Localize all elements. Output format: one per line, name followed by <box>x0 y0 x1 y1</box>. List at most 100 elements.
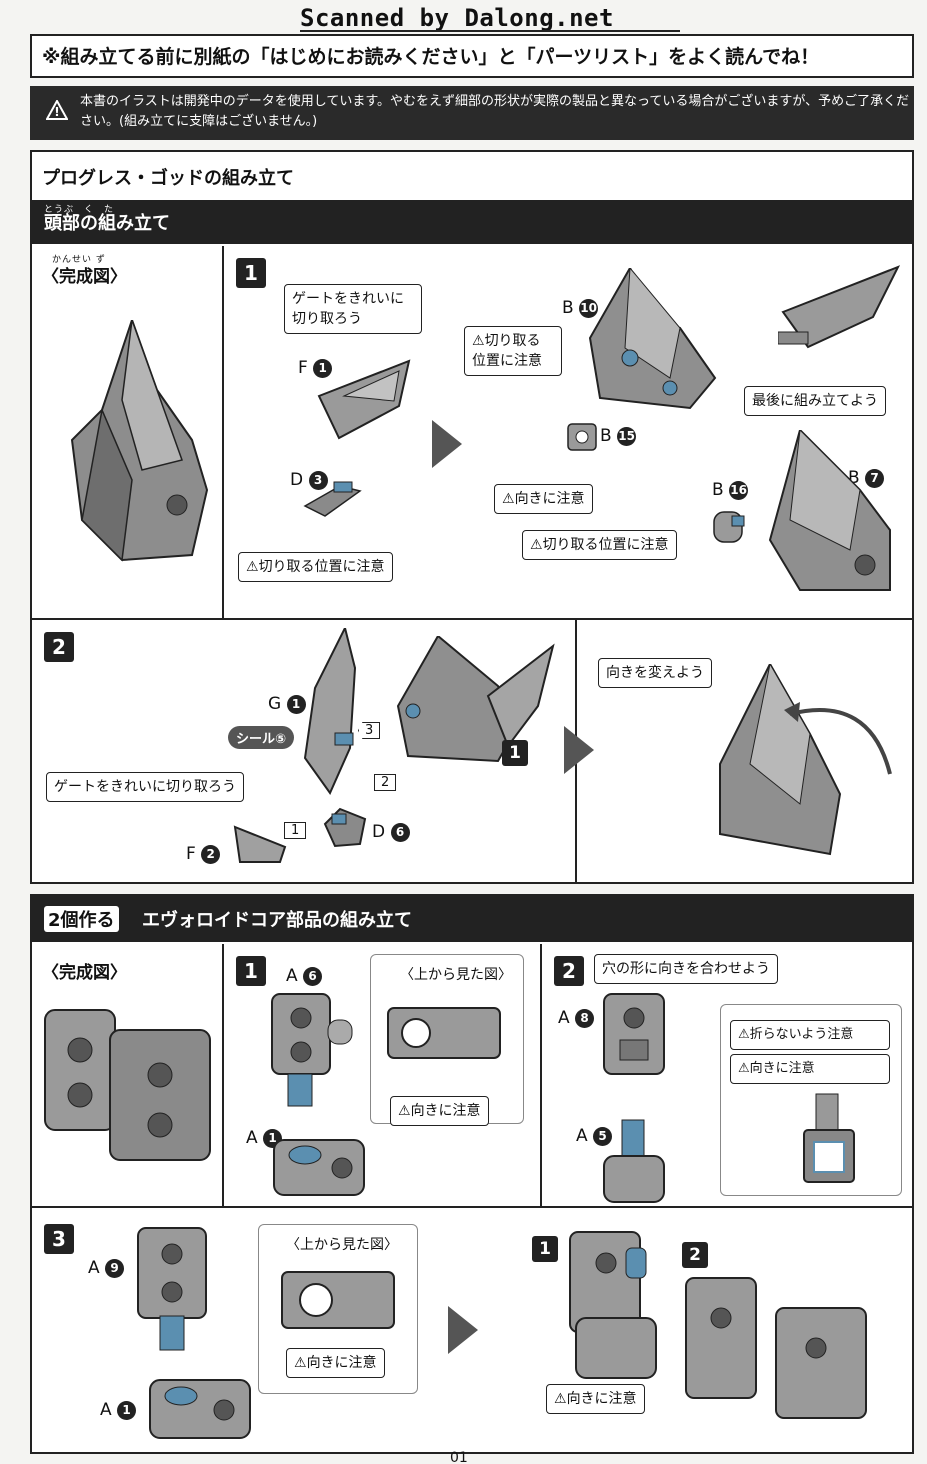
caution-icon: ⚠ <box>294 1355 307 1371</box>
cheek-part-illustration <box>300 628 370 798</box>
caution-cut-position-2: ⚠切り取る位置に注意 <box>464 326 562 376</box>
caution-icon: ⚠ <box>246 559 259 575</box>
caution-direction-4: ⚠向きに注意 <box>286 1348 385 1378</box>
peg-detail-illustration <box>800 1090 860 1190</box>
top-view-label: 〈上から見た図〉 <box>400 967 512 983</box>
align-callout: 穴の形に向きを合わせよう <box>594 954 778 984</box>
caution-icon: ⚠ <box>502 491 515 507</box>
watermark-underline <box>300 30 680 32</box>
divider <box>540 944 542 1206</box>
core-part-a1-illustration-2 <box>146 1372 256 1442</box>
last-callout: 最後に組み立てよう <box>744 386 886 416</box>
caution-icon: ⚠ <box>554 1391 567 1407</box>
completed-label: 〈完成図〉 <box>42 267 127 287</box>
core-part-a8-illustration <box>600 990 670 1080</box>
chin-part-illustration <box>230 822 290 868</box>
caution-direction: ⚠向きに注意 <box>494 484 593 514</box>
core-assembly-illustration <box>566 1228 876 1428</box>
part-label-a5: A 5 <box>576 1126 613 1146</box>
small-part-b15-illustration <box>566 420 600 454</box>
warning-icon: ! <box>46 100 68 120</box>
core-step-number-2: 2 <box>554 956 584 986</box>
part-label-a8: A 8 <box>558 1008 595 1028</box>
core-step-number-3: 3 <box>44 1224 74 1254</box>
subsection-head-bar: 頭部の組み立て <box>32 200 912 244</box>
part-label-b7: B 7 <box>848 468 885 488</box>
part-label-f1: F 1 <box>298 358 333 378</box>
step-arrow <box>564 726 594 774</box>
divider <box>32 618 912 620</box>
part-label-g1: G 1 <box>268 694 306 714</box>
visor-part-illustration-2 <box>778 262 908 352</box>
divider <box>222 246 224 618</box>
section2-head-bar <box>32 896 912 942</box>
section1-title: プログレス・ゴッドの組み立て <box>42 168 294 189</box>
jaw-part-illustration <box>320 804 370 850</box>
part-label-a9: A 9 <box>88 1258 125 1278</box>
step-arrow <box>432 420 462 468</box>
caution-cut-position-3: ⚠切り取る位置に注意 <box>522 530 677 560</box>
divider <box>222 944 224 1206</box>
head-rotated-illustration <box>700 664 900 864</box>
part-label-f2: F 2 <box>186 844 221 864</box>
section2-title: エヴォロイドコア部品の組み立て <box>142 910 412 931</box>
notice-box <box>30 34 914 78</box>
order-marker-2: 2 <box>374 774 397 791</box>
core-part-a5-illustration <box>600 1116 670 1206</box>
small-part-b16-illustration <box>712 506 746 546</box>
part-label-b15: B 15 <box>600 426 637 446</box>
step-arrow <box>448 1306 478 1354</box>
core-completed-illustration <box>40 1000 220 1170</box>
caution-icon: ⚠ <box>472 333 485 349</box>
top-view-label-2: 〈上から見た図〉 <box>286 1237 398 1253</box>
caution-direction-3: ⚠向きに注意 <box>730 1054 890 1084</box>
order-marker-3: 3 <box>358 722 381 739</box>
svg-text:!: ! <box>54 105 59 119</box>
order-marker-1: 1 <box>284 822 307 839</box>
caution-cut-position: ⚠切り取る位置に注意 <box>238 552 393 582</box>
caution-icon: ⚠ <box>738 1027 750 1042</box>
core-part-a6-illustration <box>268 990 358 1110</box>
head-completed-illustration <box>62 320 212 580</box>
caution-icon: ⚠ <box>398 1103 411 1119</box>
visor-part-illustration <box>314 356 424 441</box>
sub-step-2: 2 <box>682 1242 708 1268</box>
part-label-d3: D 3 <box>290 470 328 490</box>
head-assembly-illustration <box>388 636 558 776</box>
core-part-a9-illustration <box>134 1224 214 1354</box>
seal-label: シール⑤ <box>228 726 295 749</box>
core-step-number-1: 1 <box>236 956 266 986</box>
part-label-b16: B 16 <box>712 480 749 500</box>
small-part-d3-illustration <box>300 476 370 526</box>
gate-callout-2: ゲートをきれいに切り取ろう <box>46 772 244 802</box>
subsection-head-ruby: とうぶ く た <box>44 205 115 215</box>
warning-text: 本書のイラストは開発中のデータを使用しています。やむをえず細部の形状が実際の製品… <box>80 94 910 129</box>
head-back-illustration <box>580 268 720 418</box>
top-view-illustration <box>386 1004 506 1064</box>
page-number: 01 <box>450 1450 468 1464</box>
caution-no-bend: ⚠折らないよう注意 <box>730 1020 890 1050</box>
sub-step-1: 1 <box>532 1236 558 1262</box>
ref-step-1: 1 <box>502 740 528 766</box>
subsection-head-title: 頭部の組み立て <box>44 213 170 234</box>
head-side-illustration <box>760 430 900 600</box>
step-number-1: 1 <box>236 258 266 288</box>
watermark-text: Scanned by Dalong.net <box>300 4 614 32</box>
make-two-badge: 2個作る <box>44 906 119 932</box>
caution-icon: ⚠ <box>530 537 543 553</box>
part-label-a1-2: A 1 <box>100 1400 137 1420</box>
caution-direction-5: ⚠向きに注意 <box>546 1384 645 1414</box>
step-number-2: 2 <box>44 632 74 662</box>
part-label-a6: A 6 <box>286 966 323 986</box>
gate-callout: ゲートをきれいに切り取ろう <box>284 284 422 334</box>
divider <box>32 1206 912 1208</box>
top-view-illustration-2 <box>280 1266 400 1336</box>
caution-direction-2: ⚠向きに注意 <box>390 1096 489 1126</box>
completed-ruby: かんせい ず <box>52 255 106 265</box>
part-label-d6: D 6 <box>372 822 410 842</box>
warning-bar <box>30 86 914 140</box>
caution-icon: ⚠ <box>738 1061 750 1076</box>
core-part-a1-illustration <box>270 1130 370 1200</box>
notice-text: ※組み立てる前に別紙の「はじめにお読みください」と「パーツリスト」をよく読んでね… <box>42 46 820 68</box>
completed-label-2: 〈完成図〉 <box>42 963 127 983</box>
